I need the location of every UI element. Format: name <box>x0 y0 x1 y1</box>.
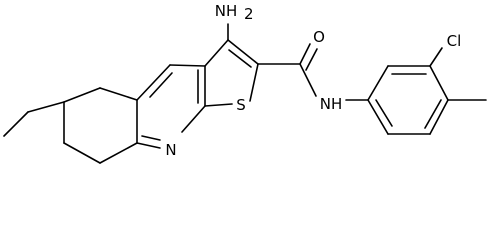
molecule-canvas: NH 2 O NH Cl N S <box>3 2 487 164</box>
carboxamide-group <box>257 43 369 101</box>
amino-label: NH <box>215 2 238 20</box>
ethyl-group <box>3 101 65 137</box>
cyclohexane-ring <box>63 87 138 164</box>
pyridine-ring <box>136 64 206 149</box>
chloromethylphenyl-ring <box>367 47 487 135</box>
thiophene-sulfur-label: S <box>236 96 246 114</box>
thiophene-ring <box>204 39 259 107</box>
molecule-structure: NH 2 O NH Cl N S <box>3 2 487 164</box>
atom-label-amino: NH 2 <box>215 2 254 23</box>
amide-nh-label: NH <box>320 95 343 113</box>
carbonyl-oxygen-label: O <box>313 28 325 46</box>
amino-subscript: 2 <box>244 5 254 23</box>
chlorine-label: Cl <box>447 32 462 50</box>
pyridine-nitrogen-label: N <box>165 141 176 159</box>
